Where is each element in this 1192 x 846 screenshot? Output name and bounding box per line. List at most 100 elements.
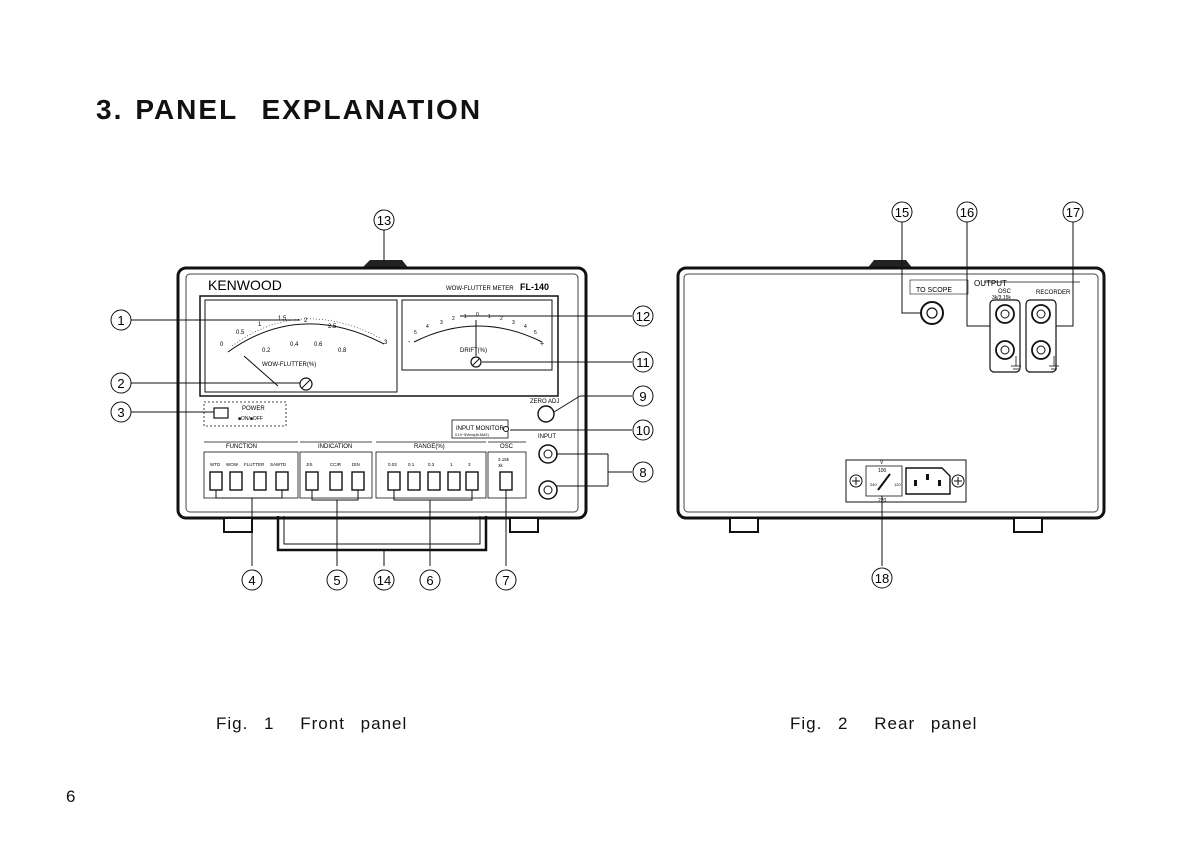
input-monitor-label: INPUT MONITOR [456, 426, 504, 432]
input-jack-bottom[interactable] [538, 480, 558, 500]
page-number: 6 [66, 787, 76, 806]
function-key-wow[interactable] [229, 471, 243, 491]
svg-text:11: 11 [636, 355, 650, 370]
svg-text:3.15k: 3.15k [498, 457, 510, 462]
figure-2-label: Fig. 2 [790, 714, 849, 733]
svg-text:0.03: 0.03 [388, 462, 397, 467]
input-jack-top[interactable] [538, 444, 558, 464]
osc-output-jack-hot[interactable] [995, 304, 1015, 324]
front-callouts: 13 1 2 3 12 11 9 10 8 4 5 14 6 7 [110, 209, 654, 591]
svg-text:0: 0 [220, 342, 224, 348]
svg-text:WOW-FLUTTER(%): WOW-FLUTTER(%) [262, 362, 316, 368]
svg-text:4: 4 [248, 573, 255, 588]
svg-text:0: 0 [476, 312, 479, 318]
indication-group: INDICATION JIS CCIR DIN [299, 441, 373, 499]
figure-1-caption: Fig. 1 Front panel [216, 714, 407, 734]
power-label: POWER [242, 406, 265, 412]
input-monitor-sub: 0.1V~5Vrms(4k.MAX) [455, 433, 489, 437]
svg-text:18: 18 [875, 571, 889, 586]
svg-text:3: 3 [440, 320, 443, 326]
recorder-label: RECORDER [1036, 290, 1071, 296]
svg-text:3: 3 [468, 462, 471, 467]
svg-text:4: 4 [426, 324, 429, 330]
svg-text:1: 1 [464, 314, 467, 320]
function-key-wtd[interactable] [209, 471, 223, 491]
svg-text:RANGE(%): RANGE(%) [414, 444, 445, 450]
svg-text:FLUTTER: FLUTTER [244, 462, 265, 467]
callout-3: 3 [110, 401, 132, 423]
svg-text:5: 5 [333, 573, 340, 588]
function-key-flutter[interactable] [253, 471, 267, 491]
svg-text:15: 15 [895, 205, 909, 220]
svg-text:9: 9 [639, 389, 646, 404]
osc-key[interactable] [499, 471, 513, 491]
svg-text:SAWTD: SAWTD [270, 462, 287, 467]
range-key-0.3[interactable] [427, 471, 441, 491]
svg-text:0.3: 0.3 [428, 462, 435, 467]
power-switch[interactable] [213, 407, 229, 419]
callout-5: 5 [326, 569, 348, 591]
wow-flutter-meter: 0.5 1 1.5 2 2.5 0 0.2 0.4 0.6 0.8 3 WOW-… [220, 316, 388, 391]
osc-output-sub: 3k/3.15k [992, 295, 1011, 301]
wf-needle [243, 355, 279, 387]
range-key-0.03[interactable] [387, 471, 401, 491]
front-foot-right [509, 517, 539, 533]
svg-text:1: 1 [117, 313, 124, 328]
callout-9: 9 [632, 385, 654, 407]
to-scope-jack[interactable] [920, 301, 944, 325]
svg-text:2: 2 [452, 316, 455, 322]
drift-meter: 5 4 3 2 1 0 1 2 3 4 5 - + DRIFT(%) [408, 312, 544, 368]
power-state-label: ■ON/■OFF [238, 416, 263, 422]
voltage-selector[interactable] [865, 465, 903, 497]
svg-text:FUNCTION: FUNCTION [226, 444, 257, 450]
recorder-jack-hot[interactable] [1031, 304, 1051, 324]
rear-callouts: 15 16 17 18 [871, 201, 1084, 589]
svg-text:2: 2 [304, 318, 308, 324]
range-key-0.1[interactable] [407, 471, 421, 491]
rear-foot-right [1013, 517, 1043, 533]
indication-key-din[interactable] [351, 471, 365, 491]
indication-key-ccir[interactable] [329, 471, 343, 491]
figure-1-text: Front panel [300, 714, 408, 733]
range-key-1[interactable] [447, 471, 461, 491]
ac-inlet[interactable] [905, 467, 951, 495]
svg-text:4: 4 [524, 324, 527, 330]
function-key-sawtd[interactable] [275, 471, 289, 491]
svg-text:1: 1 [450, 462, 453, 467]
figure-1-label: Fig. 1 [216, 714, 275, 733]
svg-text:3k: 3k [498, 463, 504, 468]
svg-text:WTD: WTD [210, 462, 221, 467]
to-scope-label: TO SCOPE [916, 287, 952, 294]
svg-text:0.6: 0.6 [314, 342, 323, 348]
zero-adj-knob[interactable] [537, 405, 555, 423]
carry-handle [276, 516, 488, 552]
callout-2: 2 [110, 372, 132, 394]
figure-2-caption: Fig. 2 Rear panel [790, 714, 977, 734]
osc-output-label: OSC [998, 289, 1012, 295]
callout-14: 14 [373, 569, 395, 591]
svg-text:3: 3 [512, 320, 515, 326]
callout-11: 11 [632, 351, 654, 373]
range-key-3[interactable] [465, 471, 479, 491]
svg-text:OSC: OSC [500, 444, 514, 450]
callout-4: 4 [241, 569, 263, 591]
svg-text:6: 6 [426, 573, 433, 588]
model-text: WOW-FLUTTER METER [446, 286, 514, 292]
svg-text:WOW: WOW [226, 462, 239, 467]
svg-text:0.1: 0.1 [408, 462, 415, 467]
svg-text:DIN: DIN [352, 462, 360, 467]
svg-text:2: 2 [500, 316, 503, 322]
svg-text:16: 16 [960, 205, 974, 220]
front-chassis [176, 266, 588, 520]
indication-key-jis[interactable] [305, 471, 319, 491]
brand-logo: KENWOOD [208, 277, 282, 293]
svg-text:CCIR: CCIR [330, 462, 342, 467]
svg-text:INDICATION: INDICATION [318, 444, 352, 450]
osc-output-jack-ground[interactable] [995, 340, 1015, 360]
callout-16: 16 [956, 201, 978, 223]
callout-7: 7 [495, 569, 517, 591]
callout-17: 17 [1062, 201, 1084, 223]
section-heading: PANEL EXPLANATION [135, 94, 483, 125]
recorder-jack-ground[interactable] [1031, 340, 1051, 360]
